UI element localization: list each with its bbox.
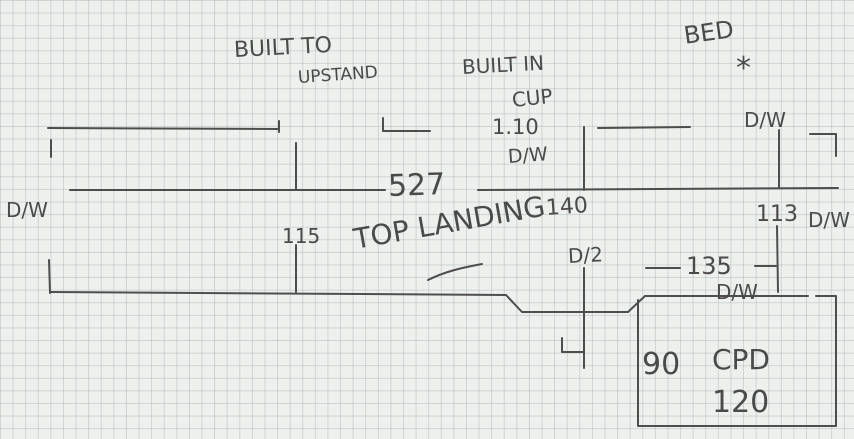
stair-head-line bbox=[505, 294, 809, 313]
top-landing-underline bbox=[427, 263, 483, 281]
label-dw-lower: D/W bbox=[716, 280, 758, 304]
label-dim-115: 115 bbox=[282, 224, 321, 248]
label-dw-cupboard: D/W bbox=[507, 143, 549, 168]
cupboard-box bbox=[637, 295, 837, 427]
label-dim-90: 90 bbox=[642, 347, 681, 382]
label-dw-top-right: D/W bbox=[744, 108, 786, 132]
label-built-to-upstand: BUILT TO bbox=[233, 32, 333, 63]
label-dim-120: 120 bbox=[712, 385, 770, 420]
label-built-in-cup-2: CUP bbox=[510, 83, 554, 112]
label-dw-right: D/W bbox=[808, 208, 850, 232]
dim-135-line bbox=[645, 265, 777, 269]
top-wall-left bbox=[47, 120, 280, 133]
left-wall-bottom bbox=[48, 259, 51, 294]
door-swing-arrow bbox=[561, 337, 585, 353]
label-dim-140: 140 bbox=[545, 193, 589, 221]
label-dim-135: 135 bbox=[686, 252, 732, 280]
label-cpd: CPD bbox=[712, 343, 770, 376]
label-bed-star: * bbox=[736, 51, 751, 86]
top-wall-upstand-stub bbox=[382, 117, 431, 132]
label-dim-527: 527 bbox=[387, 167, 446, 204]
partition-lower-right bbox=[776, 225, 779, 293]
bottom-wall bbox=[49, 291, 507, 296]
label-bed: BED bbox=[682, 15, 736, 50]
landing-centre-line bbox=[69, 187, 839, 191]
label-dw-left: D/W bbox=[6, 198, 48, 222]
label-dim-110: 1.10 bbox=[492, 115, 539, 139]
top-wall-mid bbox=[597, 126, 691, 129]
label-d12: D/2 bbox=[567, 242, 604, 268]
top-wall-right bbox=[809, 133, 837, 157]
label-dim-113: 113 bbox=[756, 202, 798, 227]
label-built-in-cup: BUILT IN bbox=[461, 50, 545, 79]
